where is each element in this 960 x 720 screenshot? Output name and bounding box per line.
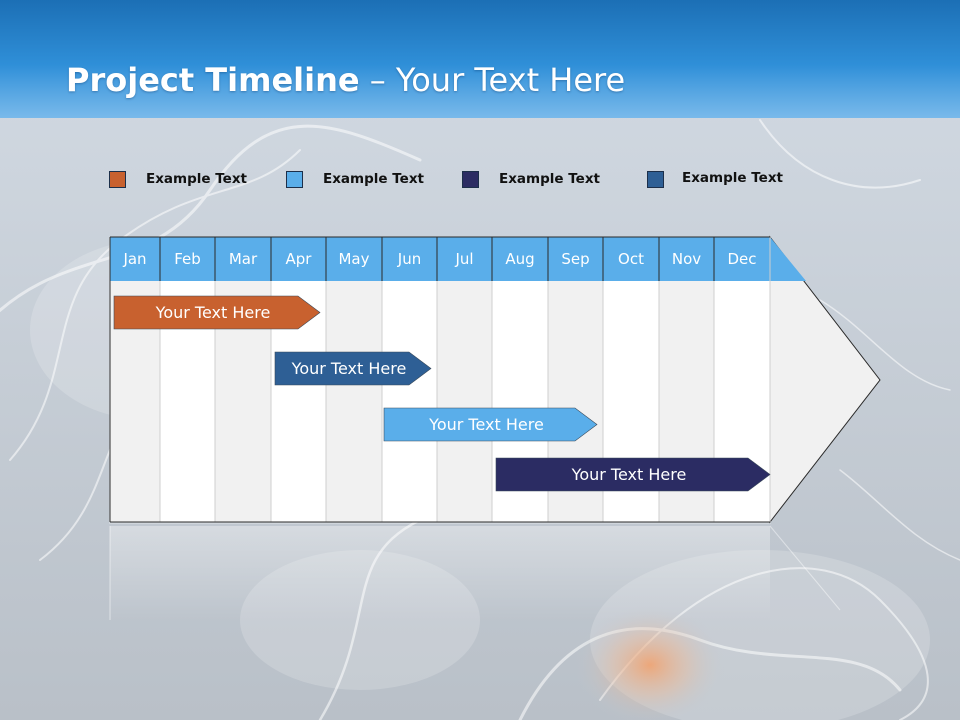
month-label: Dec: [727, 250, 757, 268]
task-bar-label: Your Text Here: [571, 465, 687, 484]
month-label: Feb: [174, 250, 201, 268]
page-title: Project Timeline – Your Text Here: [66, 58, 625, 102]
task-bar-label: Your Text Here: [429, 415, 544, 434]
legend-label: Example Text: [682, 170, 783, 186]
month-column: [382, 281, 437, 522]
month-label: Jul: [455, 250, 474, 268]
legend-swatch: [286, 171, 303, 188]
arrow-header-corner: [770, 237, 806, 281]
title-main: Project Timeline: [66, 61, 360, 99]
month-label: Jun: [397, 250, 422, 268]
legend-swatch: [109, 171, 126, 188]
month-label: May: [338, 250, 370, 268]
month-label: Oct: [618, 250, 644, 268]
task-bar-label: Your Text Here: [155, 303, 271, 322]
task-bar: [383, 407, 598, 442]
month-header-band: [110, 237, 770, 281]
month-label: Nov: [671, 250, 702, 268]
month-label: Sep: [561, 250, 590, 268]
month-label: Apr: [285, 250, 312, 268]
task-bar: [495, 457, 771, 492]
task-bar-label: Your Text Here: [291, 359, 407, 378]
month-label: Jan: [123, 250, 147, 268]
month-column: [326, 281, 382, 522]
month-column: [437, 281, 492, 522]
month-label: Aug: [505, 250, 535, 268]
legend-label: Example Text: [323, 171, 424, 187]
legend-label: Example Text: [499, 171, 600, 187]
title-subtitle: – Your Text Here: [359, 61, 626, 99]
legend-swatch: [462, 171, 479, 188]
month-label: Mar: [228, 250, 258, 268]
legend-label: Example Text: [146, 171, 247, 187]
task-bar: [274, 351, 432, 386]
legend-swatch: [647, 171, 664, 188]
task-bar: [113, 295, 321, 330]
